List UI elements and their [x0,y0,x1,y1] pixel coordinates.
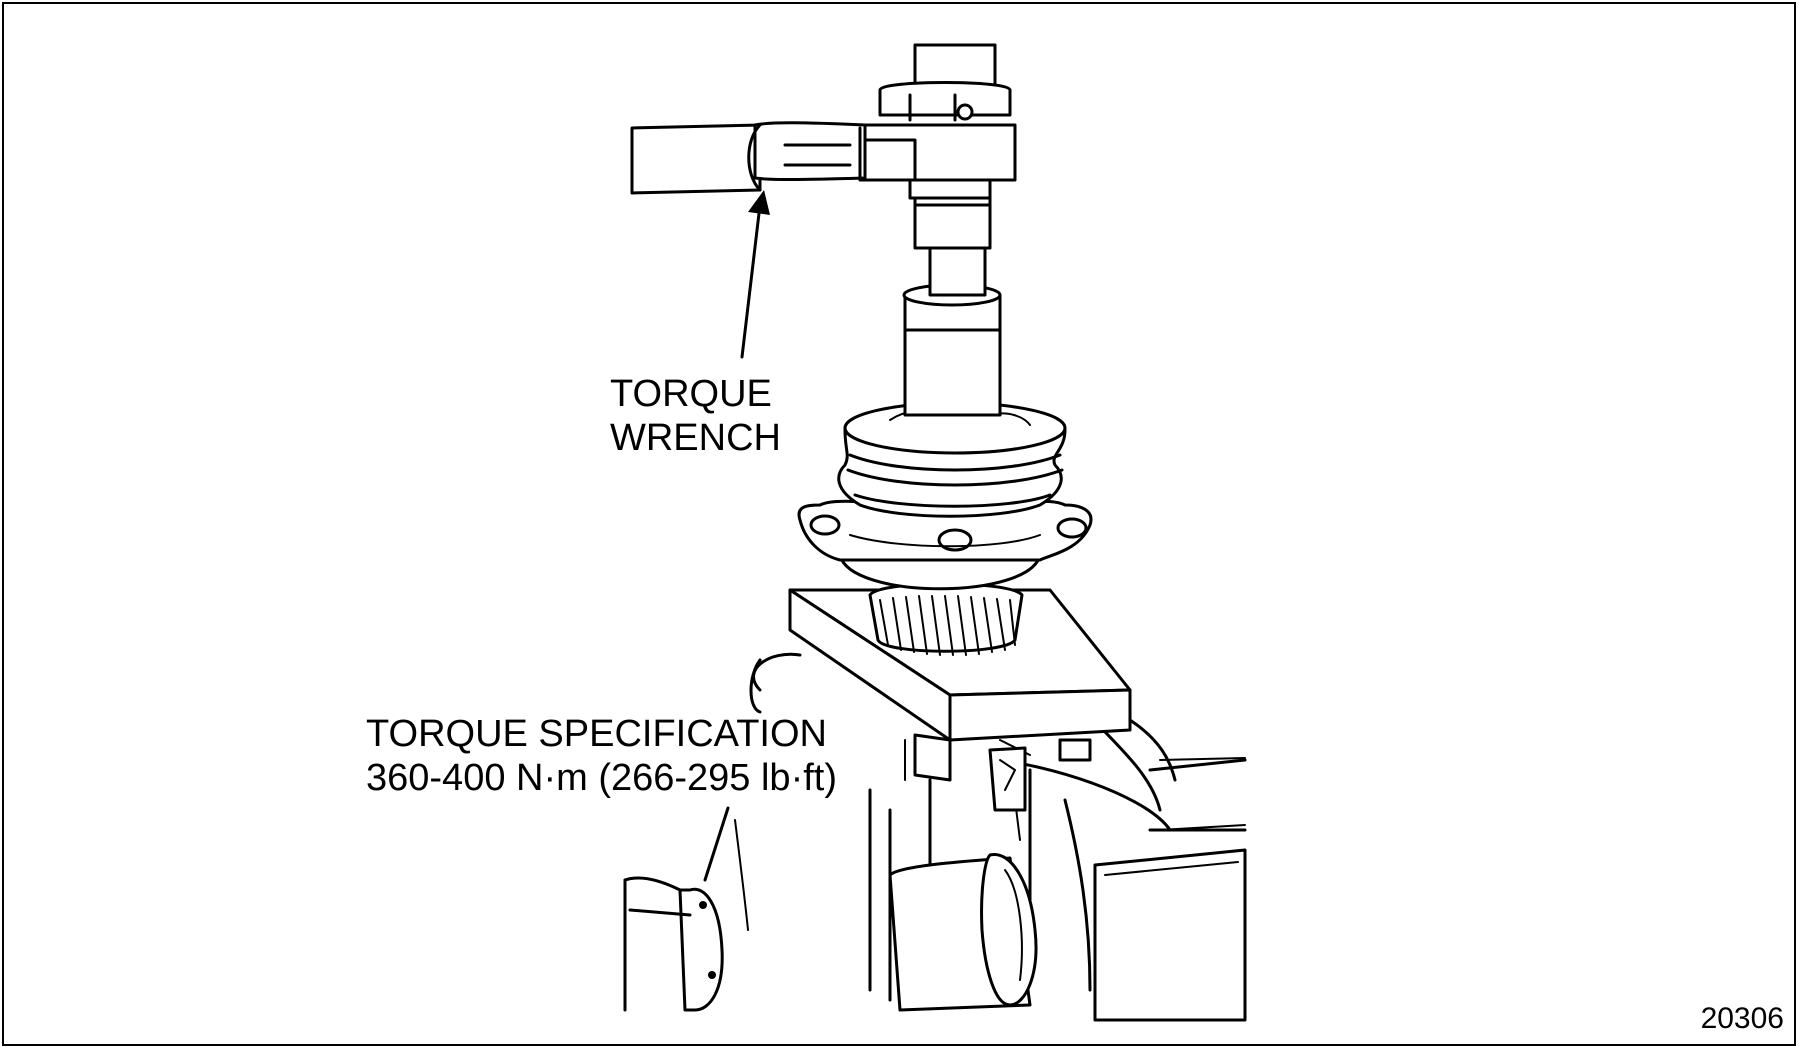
wrench-handle [630,121,867,195]
torque-wrench-label-line-1: TORQUE [610,373,772,415]
drive-pulley [837,401,1067,518]
left-shaft-housing [623,652,802,1012]
leader-arrows [703,190,770,882]
torque-specification-label: TORQUE SPECIFICATION 360-400 N·m (266-29… [366,712,837,800]
mounting-flange [797,499,1093,591]
torque-specification-label-line-2: 360-400 N·m (266-295 lb·ft) [366,757,837,799]
torque-specification-label-line-1: TORQUE SPECIFICATION [366,713,827,755]
socket-extension [902,188,1002,417]
wrench-head [858,43,1017,200]
torque-wrench-label-line-2: WRENCH [610,417,781,459]
figure-number: 20306 [1700,1002,1784,1035]
torque-wrench-label: TORQUE WRENCH [610,372,781,460]
transmission-case [868,698,1247,1022]
cylinder-boss [888,852,1038,1012]
helical-gear [868,582,1024,656]
